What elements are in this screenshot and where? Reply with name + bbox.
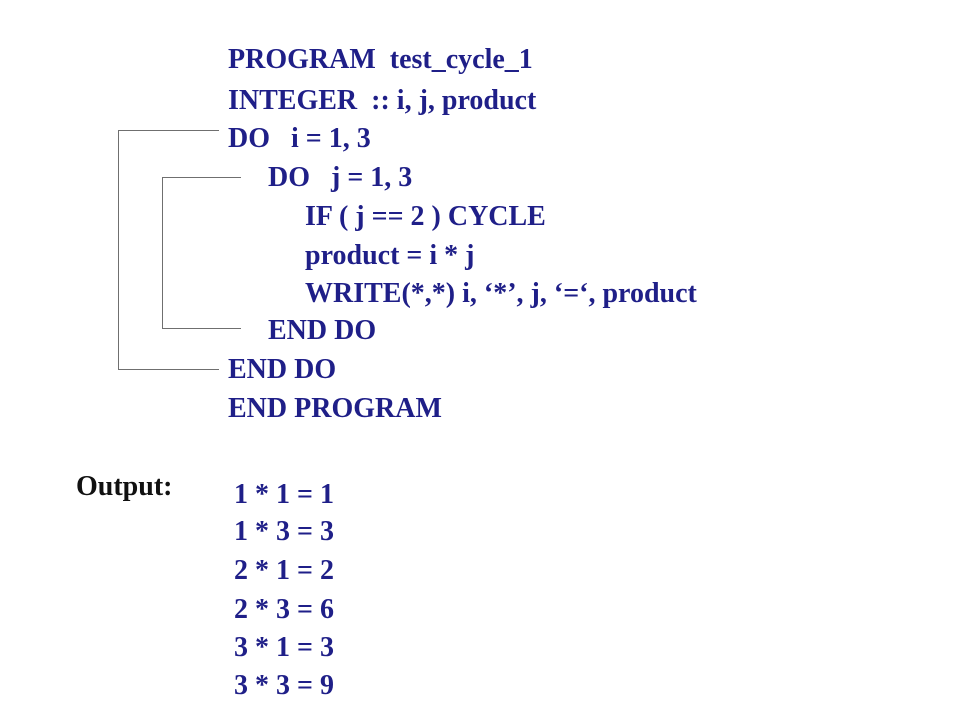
output-label: Output: <box>76 471 173 502</box>
output-line: 3 * 1 = 3 <box>234 632 334 663</box>
output-line: 1 * 3 = 3 <box>234 516 334 547</box>
output-line: 3 * 3 = 9 <box>234 670 334 701</box>
code-line-write: WRITE(*,*) i, ‘*’, j, ‘=‘, product <box>305 278 697 309</box>
inner-loop-bracket <box>162 177 241 329</box>
code-line-program: PROGRAM test_cycle_1 <box>228 44 533 75</box>
code-line-outer-end-do: END DO <box>228 354 337 385</box>
code-line-end-program: END PROGRAM <box>228 393 442 424</box>
code-line-integer-decl: INTEGER :: i, j, product <box>228 85 537 116</box>
code-line-outer-do: DO i = 1, 3 <box>228 123 371 154</box>
output-line: 2 * 1 = 2 <box>234 555 334 586</box>
code-line-product: product = i * j <box>305 240 475 271</box>
code-line-inner-end-do: END DO <box>268 315 377 346</box>
output-line: 2 * 3 = 6 <box>234 594 334 625</box>
code-line-inner-do: DO j = 1, 3 <box>268 162 413 193</box>
output-line: 1 * 1 = 1 <box>234 479 334 510</box>
outer-loop-bracket <box>118 130 219 370</box>
code-line-if-cycle: IF ( j == 2 ) CYCLE <box>305 201 546 232</box>
